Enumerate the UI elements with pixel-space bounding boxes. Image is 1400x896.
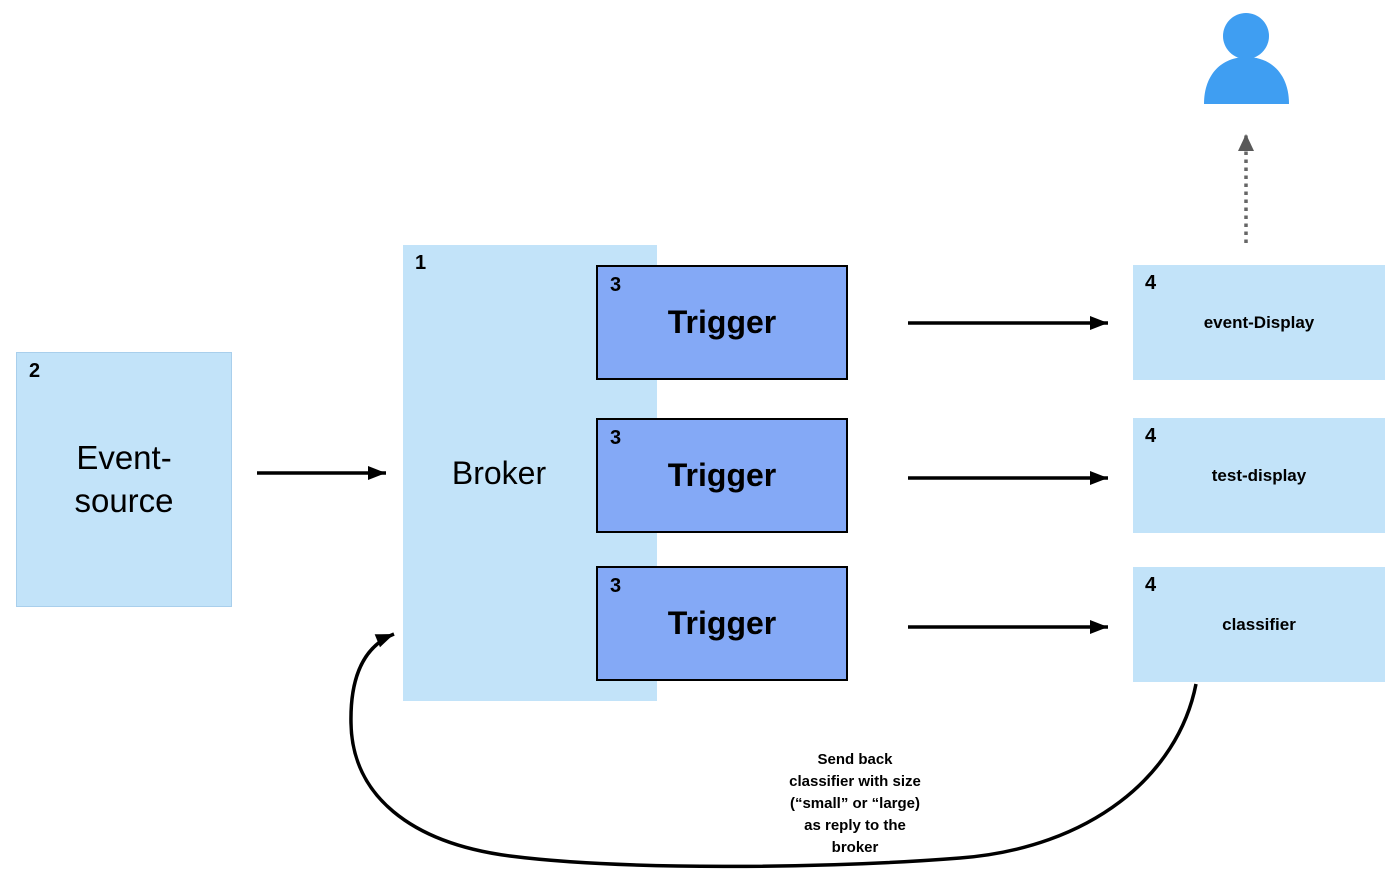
node-event-display: 4 event-Display [1133, 265, 1385, 380]
trigger1-label: Trigger [667, 304, 777, 340]
node-trigger-2: 3 Trigger [596, 418, 848, 533]
broker-label: Broker [451, 454, 547, 491]
reply-note: Send back classifier with size (“small” … [789, 751, 921, 857]
trigger2-label: Trigger [667, 457, 777, 493]
trigger3-label: Trigger [667, 605, 777, 641]
node-trigger-1: 3 Trigger [596, 265, 848, 380]
event-display-label: event-Display [1203, 312, 1315, 332]
node-trigger-3: 3 Trigger [596, 566, 848, 681]
event-source-number: 2 [29, 360, 41, 382]
trigger2-number: 3 [610, 427, 622, 449]
person-icon [1204, 13, 1289, 104]
event-source-label: Event- source [74, 439, 174, 519]
node-test-display: 4 test-display [1133, 418, 1385, 533]
trigger1-number: 3 [610, 274, 622, 296]
node-classifier: 4 classifier [1133, 567, 1385, 682]
classifier-label: classifier [1222, 614, 1296, 634]
broker-number: 1 [415, 252, 427, 274]
node-event-source: 2 Event- source [16, 352, 232, 607]
classifier-number: 4 [1145, 574, 1157, 596]
test-display-number: 4 [1145, 425, 1157, 447]
trigger3-number: 3 [610, 575, 622, 597]
event-display-number: 4 [1145, 272, 1157, 294]
test-display-label: test-display [1211, 465, 1307, 485]
